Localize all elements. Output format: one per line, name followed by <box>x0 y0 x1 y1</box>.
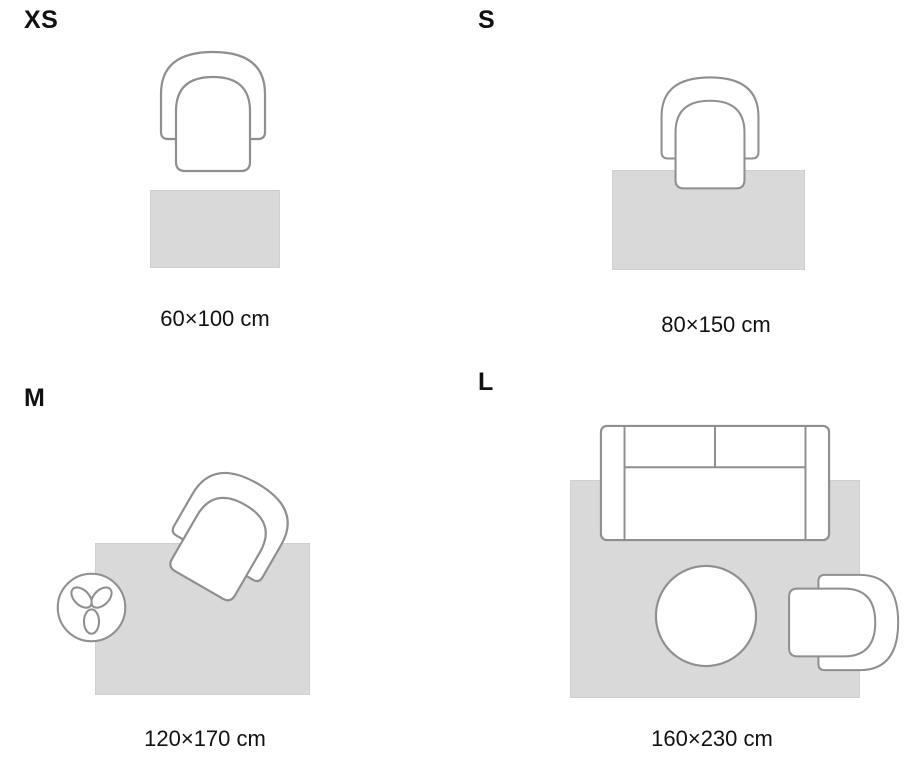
round-coffee-table-icon <box>652 562 760 670</box>
armchair-icon <box>153 44 273 176</box>
dimensions-s: 80×150 cm <box>661 312 771 337</box>
size-label-l: L <box>478 368 494 396</box>
dimensions-xs: 60×100 cm <box>160 306 270 331</box>
dimensions-m: 120×170 cm <box>144 726 266 751</box>
size-label-xs: XS <box>24 6 59 34</box>
armchair-icon <box>785 568 906 678</box>
armchair-icon <box>654 70 766 193</box>
sofa-top-view-icon <box>598 424 832 542</box>
rug-xs <box>150 190 280 268</box>
plant-side-table-icon <box>54 570 129 645</box>
size-label-s: S <box>478 6 496 34</box>
dimensions-l: 160×230 cm <box>651 726 773 751</box>
size-label-m: M <box>24 384 46 412</box>
